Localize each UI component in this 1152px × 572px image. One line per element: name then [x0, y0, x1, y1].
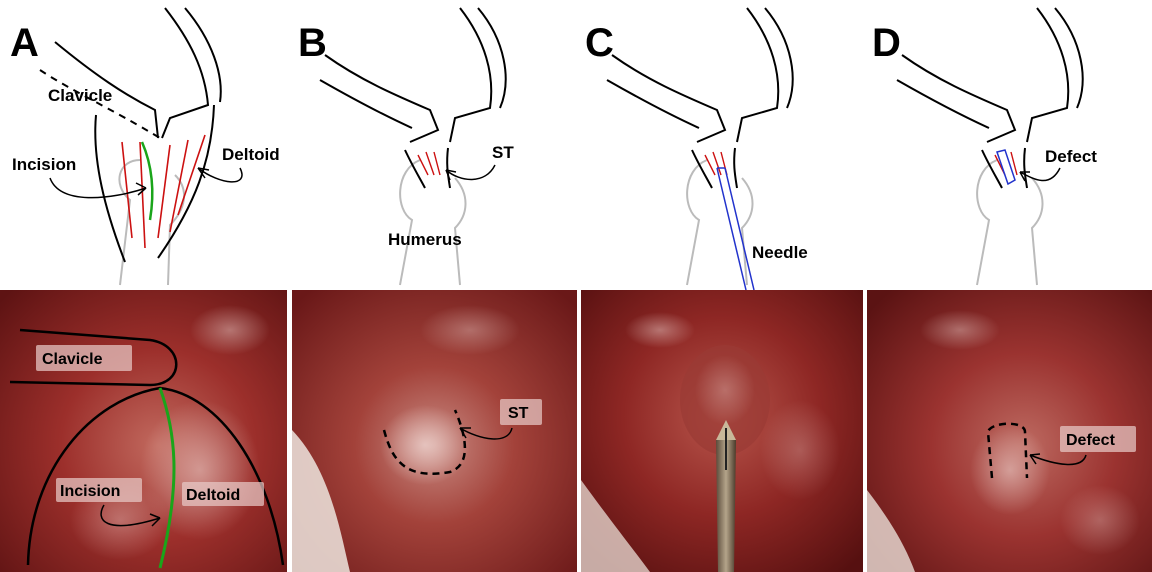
label-clavicle-photo: Clavicle	[42, 351, 103, 368]
panel-d-sketch: D Defect	[872, 8, 1097, 285]
panel-a-photo: Clavicle Incision Deltoid	[0, 290, 287, 572]
label-clavicle-sketch: Clavicle	[48, 86, 112, 105]
muscle-fibers-c	[705, 152, 727, 175]
panel-a-sketch: A Clavicle Incision Deltoid	[10, 8, 280, 285]
panel-c-photo	[581, 290, 863, 572]
panel-c-sketch: C Needle	[585, 8, 808, 290]
clavicle-outline-c	[612, 55, 725, 142]
label-st-photo: ST	[508, 405, 529, 422]
arrow-deltoid-sketch	[198, 168, 242, 182]
label-incision-photo: Incision	[60, 483, 120, 500]
panel-b-photo: ST	[292, 290, 577, 572]
clavicle-outline-d	[902, 55, 1015, 142]
label-deltoid-photo: Deltoid	[186, 487, 240, 504]
needle-photo	[716, 420, 736, 572]
humerus-outline-b	[400, 160, 466, 285]
clavicle-outline-b	[325, 55, 438, 142]
panel-b-sketch: B ST Humerus	[298, 8, 514, 285]
label-defect-sketch: Defect	[1045, 147, 1097, 166]
panel-d: D Defect Defect	[867, 8, 1152, 572]
panel-d-photo: Defect	[867, 290, 1152, 572]
label-humerus-sketch: Humerus	[388, 230, 462, 249]
muscle-fibers-b	[418, 152, 440, 175]
arrow-incision-sketch	[50, 178, 146, 198]
label-deltoid-sketch: Deltoid	[222, 145, 280, 164]
arrow-st-sketch	[446, 165, 495, 180]
panel-d-letter: D	[872, 21, 901, 65]
panel-a: A Clavicle Incision Deltoid	[0, 8, 287, 572]
label-defect-photo: Defect	[1066, 432, 1116, 449]
panel-c-letter: C	[585, 21, 614, 65]
panel-a-letter: A	[10, 21, 39, 65]
label-incision-sketch: Incision	[12, 155, 76, 174]
label-st-sketch: ST	[492, 143, 514, 162]
panel-c: C Needle	[581, 8, 863, 572]
label-needle-sketch: Needle	[752, 243, 808, 262]
panel-b-letter: B	[298, 21, 327, 65]
panel-b: B ST Humerus ST	[292, 8, 577, 572]
deltoid-outline	[95, 105, 214, 262]
